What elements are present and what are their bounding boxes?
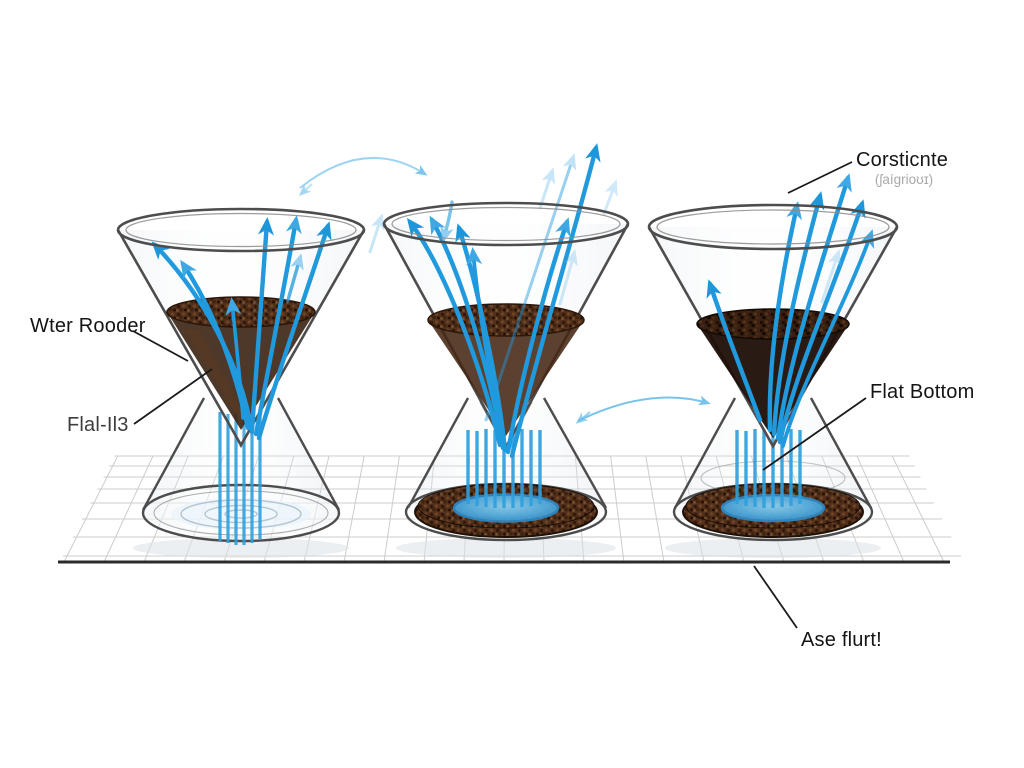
flow-arc-1-tail — [298, 183, 313, 197]
funnel-1-ripples — [180, 499, 302, 529]
funnel-1-rim-inner — [125, 212, 357, 248]
funnel-1 — [116, 207, 385, 558]
funnel-1-floor-shadow — [133, 538, 349, 558]
funnel-3-cone-outline — [647, 226, 899, 449]
flow-arc-2-tail — [575, 411, 591, 424]
funnel-1-coffee-sheen — [185, 330, 246, 418]
grid-line — [645, 455, 665, 563]
funnel-1-cone-outline — [116, 229, 366, 448]
grid-line — [103, 455, 154, 563]
leader-corsticnte — [787, 161, 853, 194]
funnel-1-rim — [116, 207, 366, 253]
annotations: Corsticnte (ʃaígrioʊɪ) Wter Rooder Flal-… — [30, 149, 974, 651]
grid-line — [383, 455, 400, 563]
flow-arc-1 — [299, 157, 428, 189]
funnel-2-coffee-body — [428, 320, 584, 436]
funnel-2-coffee-surface — [427, 303, 585, 337]
label-corsticnte: Corsticnte — [856, 149, 948, 171]
flow-arc-2 — [577, 395, 711, 422]
funnel-3-water-arrows — [706, 173, 875, 448]
label-flat-bottom: Flat Bottom — [870, 381, 974, 403]
grid-line — [343, 455, 365, 563]
grid-line — [891, 455, 945, 563]
funnel-1-water-streams — [218, 412, 262, 545]
funnel-2-rim — [382, 201, 630, 247]
label-water-rooder: Wter Rooder — [30, 315, 146, 337]
leader-ase-flurt — [753, 565, 798, 629]
funnel-1-water-wash — [171, 498, 311, 530]
funnel-3-rim — [647, 203, 899, 251]
funnel-1-coffee-surface — [166, 296, 316, 328]
funnel-3-carafe-outline — [673, 397, 873, 509]
funnel-3-rim-inner — [656, 209, 890, 245]
funnel-3 — [647, 173, 899, 558]
label-ase-flurt: Ase flurt! — [801, 629, 882, 651]
leader-flat-ilg — [133, 368, 213, 425]
leader-water-rooder — [132, 330, 189, 362]
label-flat-ilg: Flal-Il3 — [67, 414, 129, 436]
funnel-1-carafe-base-inner — [153, 490, 329, 536]
grid-line — [856, 455, 905, 563]
grid-line — [63, 455, 119, 563]
funnel-2-rim-inner — [391, 206, 621, 242]
funnel-3-floor-shadow — [665, 538, 881, 558]
funnel-2 — [382, 143, 630, 558]
funnel-1-carafe-outline — [141, 397, 341, 511]
leader-flat-bottom — [762, 397, 867, 471]
funnel-2-floor-shadow — [396, 538, 616, 558]
funnel-2-carafe-outline — [406, 397, 608, 509]
label-corsticnte-pron: (ʃaígrioʊɪ) — [875, 172, 933, 187]
funnel-2-water-streams — [466, 429, 542, 508]
grid-line — [610, 455, 625, 563]
